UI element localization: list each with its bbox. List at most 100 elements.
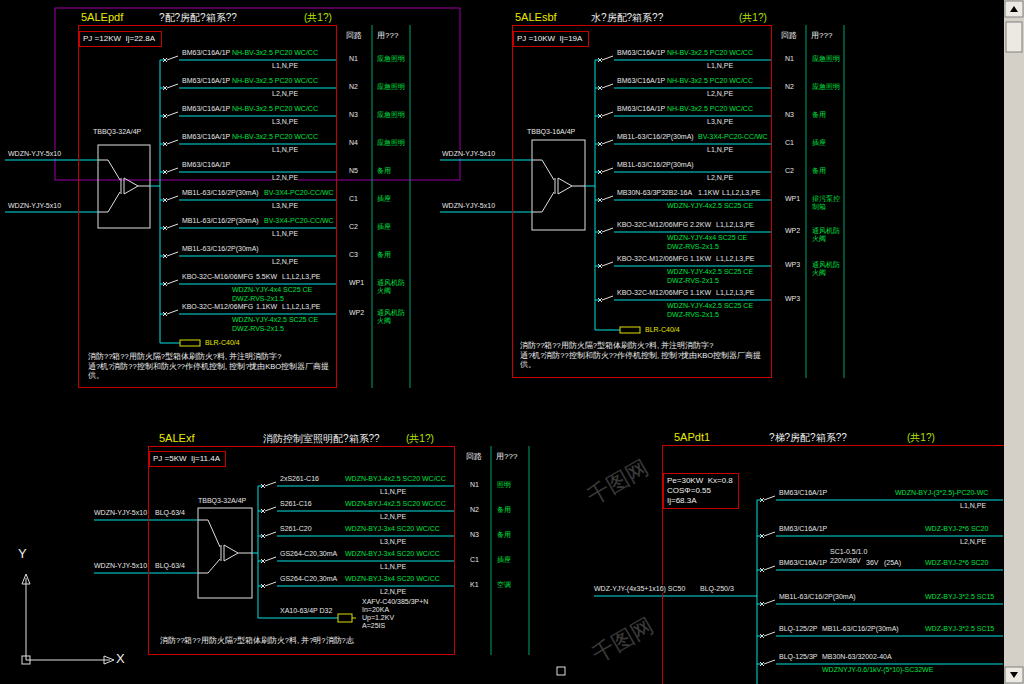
cable-label: DWZ-RVS-2x1.5 <box>667 277 719 285</box>
wire <box>614 200 772 201</box>
usage-label: 通风机防火阀 <box>812 261 841 277</box>
wire <box>595 144 599 145</box>
circuit-label: L1,L2,L3,PE <box>282 303 321 311</box>
panel-heading: (共1?) <box>406 432 434 445</box>
breaker-mark <box>163 312 167 316</box>
circuit-label: WP3 <box>785 295 800 303</box>
panel-heading: ?梯?房配?箱系?? <box>769 431 847 444</box>
breaker-contact <box>265 482 276 486</box>
cable-label: WDZ-BYJ-3*2.5 SC15 <box>925 593 994 601</box>
panel-heading: 5ALEpdf <box>81 11 123 24</box>
circuit-label: L2,N,PE <box>380 513 406 521</box>
panel-heading: ?配?房配?箱系?? <box>159 11 237 24</box>
table-line <box>491 446 492 655</box>
breaker-mark <box>760 534 764 538</box>
cable-label: NH-BV-3x2.5 PC20 WC/CC <box>667 77 753 85</box>
circuit-label: BM63/C16A/1P <box>182 49 230 57</box>
panel-heading: (共1?) <box>739 11 767 24</box>
wire <box>160 343 180 344</box>
circuit-label: N2 <box>470 506 479 514</box>
ats-box <box>532 140 585 230</box>
panel-heading: (共1?) <box>304 11 332 24</box>
breaker-mark <box>760 634 764 638</box>
circuit-label: MB1L-63/C16/2P(30mA) <box>617 161 694 169</box>
circuit-label: MB1L-63/C16/2P(30mA) <box>182 189 259 197</box>
breaker-mark <box>598 198 602 202</box>
wire <box>776 664 1003 665</box>
circuit-label: BLQ-63/4 <box>155 562 185 570</box>
wire <box>595 300 599 301</box>
breaker-mark <box>598 198 602 202</box>
circuit-label: L3,N,PE <box>272 202 298 210</box>
cable-label: WDZ-BYJ-2*6 SC20 <box>925 525 988 533</box>
usage-label: 通风机防火阀 <box>377 279 406 295</box>
wire <box>614 300 772 301</box>
wire <box>160 172 164 173</box>
breaker-mark <box>163 86 167 90</box>
breaker-mark <box>163 58 167 62</box>
circuit-label: WDZN-YJY-5x10 <box>442 150 495 158</box>
circuit-label: L1,N,PE <box>380 488 406 496</box>
circuit-label: 1.1KW <box>698 189 719 197</box>
breaker-contact <box>602 296 613 300</box>
ats-contact <box>108 160 120 180</box>
ucs-arrow <box>22 574 30 584</box>
circuit-label: L1,N,PE <box>707 146 733 154</box>
breaker-mark <box>163 282 167 286</box>
usage-label: 应急照明 <box>377 55 406 63</box>
wire <box>179 60 337 61</box>
circuit-label: Up=1.2KV <box>362 614 394 622</box>
circuit-label: BM63/C16A/1P <box>182 161 230 169</box>
wire <box>352 618 356 619</box>
wire <box>595 116 599 117</box>
ats-triangle <box>558 178 572 194</box>
breaker-contact <box>764 496 775 500</box>
wire <box>179 172 337 173</box>
wire <box>595 88 599 89</box>
breaker-mark <box>163 226 167 230</box>
column-header: 回路 <box>781 31 797 41</box>
wire <box>595 330 620 331</box>
note-text: 通?机?消防??控制和防火??作停机控制, 控制?拢由KBO控制器厂商提供。 <box>88 362 334 380</box>
wire <box>150 186 160 187</box>
breaker-contact <box>167 310 178 314</box>
circuit-label: BM63/C16A/1P <box>779 559 827 567</box>
circuit-label: L1,L2,L3,PE <box>716 255 755 263</box>
breaker-mark <box>760 662 764 666</box>
ats-bar <box>121 178 122 194</box>
feeder-wire <box>594 596 757 597</box>
ats-contact <box>208 520 220 547</box>
circuit-label: BLQ-250/3 <box>700 585 734 593</box>
ucs-arrow <box>104 656 114 664</box>
circuit-label: WP2 <box>785 227 800 235</box>
breaker-contact <box>167 168 178 172</box>
rating-text: PJ =10KW Ij=19A <box>517 34 585 44</box>
breaker-mark <box>760 568 764 572</box>
wire <box>277 561 455 562</box>
cable-label: DWZ-RVS-2x1.5 <box>667 311 719 319</box>
table-line <box>844 25 845 378</box>
circuit-label: BM63/C16A/1P <box>182 133 230 141</box>
breaker-contact <box>167 84 178 88</box>
breaker-mark <box>598 142 602 146</box>
wire <box>179 116 337 117</box>
breaker-mark <box>598 170 602 174</box>
circuit-label: L3,N,PE <box>272 118 298 126</box>
cable-label: WDZN-YJY-4x2.5 SC25 CE <box>667 268 753 276</box>
note-text: 通?机?消防??控制和防火??作停机控制, 控制?拢由KBO控制器厂商提供。 <box>520 351 768 369</box>
cable-label: NH-BV-3x2.5 PC20 WC/CC <box>232 105 318 113</box>
circuit-label: MB1L-63/C16/2P(30mA) <box>617 133 694 141</box>
axis-label: X <box>116 651 125 666</box>
circuit-label: MB1L-63/C16/2P(30mA) <box>822 625 899 633</box>
wire <box>277 511 455 512</box>
cable-label: NH-BV-3x2.5 PC20 WC/CC <box>667 49 753 57</box>
wire <box>776 570 1003 571</box>
wire <box>179 200 337 201</box>
circuit-label: N1 <box>470 481 479 489</box>
circuit-label: C1 <box>349 195 358 203</box>
watermark: 千图网 <box>583 455 652 509</box>
circuit-label: MB30N-63/32002-40A <box>822 653 892 661</box>
ats-wire <box>532 160 542 161</box>
circuit-label: N3 <box>470 531 479 539</box>
breaker-contact <box>602 84 613 88</box>
